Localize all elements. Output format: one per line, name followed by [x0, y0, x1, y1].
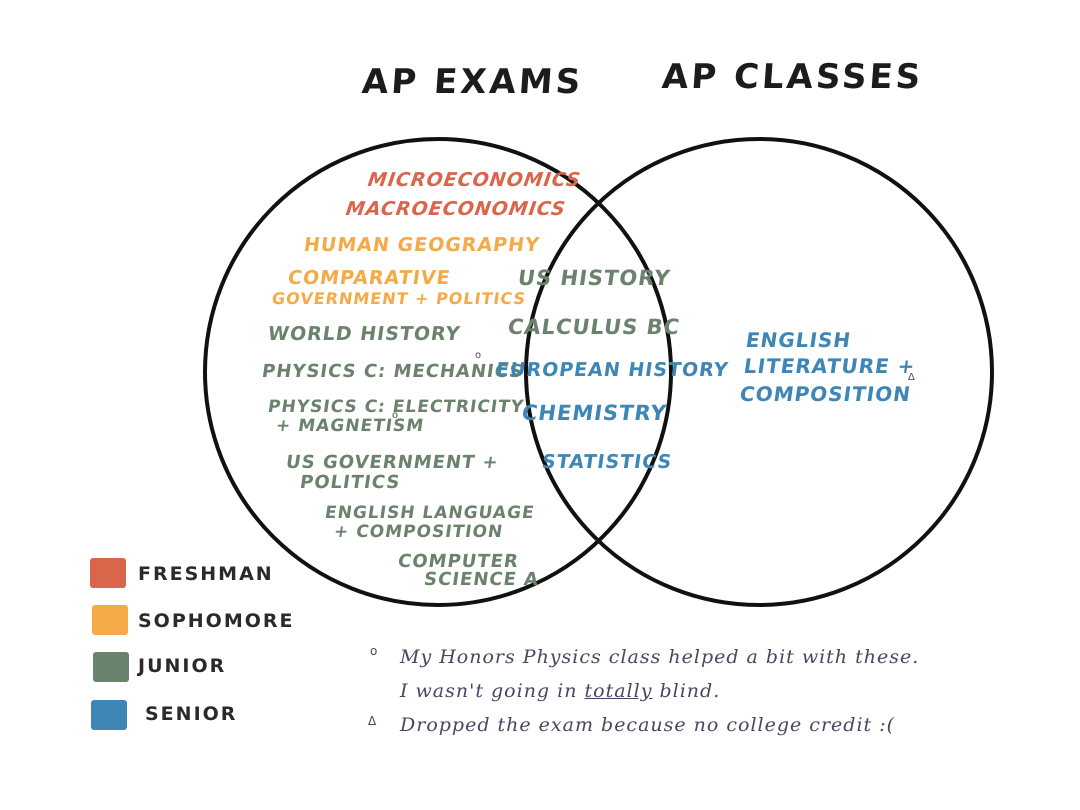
item-macroeconomics: MACROECONOMICS [344, 198, 568, 220]
legend-label-freshman: FRESHMAN [138, 563, 274, 585]
footnote-dropped-exam: Dropped the exam because no college cred… [400, 714, 896, 736]
legend-label-sophomore: SOPHOMORE [138, 610, 295, 632]
legend-label-senior: SENIOR [145, 703, 238, 725]
title-ap-exams: AP EXAMS [360, 62, 585, 102]
item-english-literature-line3: COMPOSITION [738, 382, 913, 406]
mark-circle-physics-em: o [392, 410, 399, 421]
footnote-physics-line1: My Honors Physics class helped a bit wit… [400, 646, 920, 668]
legend-swatch-freshman [90, 558, 126, 588]
item-english-language-line2: + COMPOSITION [332, 522, 505, 542]
right-circle-ap-classes [524, 137, 994, 607]
legend-label-junior: JUNIOR [138, 655, 227, 677]
mark-circle-physics-mechanics: o [475, 350, 482, 361]
item-european-history: EUROPEAN HISTORY [494, 359, 730, 381]
footnote-mark-triangle: Δ [368, 714, 377, 728]
legend-swatch-junior [93, 652, 129, 682]
item-comparative-line1: COMPARATIVE [286, 267, 453, 289]
item-calculus-bc: CALCULUS BC [506, 315, 682, 339]
item-us-government-line2: POLITICS [298, 472, 402, 493]
footnote-physics-line2-a: I wasn't going in [400, 680, 585, 702]
footnote-physics-line2: I wasn't going in totally blind. [400, 680, 720, 702]
item-physics-c-mechanics: PHYSICS C: MECHANICS [260, 361, 525, 382]
item-statistics: STATISTICS [540, 451, 674, 473]
left-circle-ap-exams [203, 137, 673, 607]
item-computer-science-line2: SCIENCE A [422, 569, 541, 590]
mark-triangle-english-literature: Δ [908, 372, 915, 383]
legend-swatch-sophomore [92, 605, 128, 635]
item-microeconomics: MICROECONOMICS [366, 169, 583, 191]
footnote-mark-circle: o [370, 644, 378, 658]
item-world-history: WORLD HISTORY [266, 323, 462, 345]
legend-swatch-senior [91, 700, 127, 730]
item-english-literature-line1: ENGLISH [744, 328, 853, 352]
item-us-government-line1: US GOVERNMENT + [284, 452, 501, 473]
item-comparative-line2: GOVERNMENT + POLITICS [270, 289, 528, 308]
item-english-literature-line2: LITERATURE + [742, 354, 918, 378]
title-ap-classes: AP CLASSES [660, 57, 925, 97]
footnote-physics-line2-c: blind. [652, 680, 721, 702]
item-us-history: US HISTORY [516, 266, 673, 290]
footnote-physics-line2-emphasis: totally [584, 680, 653, 702]
item-chemistry: CHEMISTRY [520, 401, 669, 425]
item-physics-c-em-line2: + MAGNETISM [274, 416, 426, 436]
item-english-language-line1: ENGLISH LANGUAGE [323, 503, 536, 523]
item-human-geography: HUMAN GEOGRAPHY [302, 234, 542, 256]
